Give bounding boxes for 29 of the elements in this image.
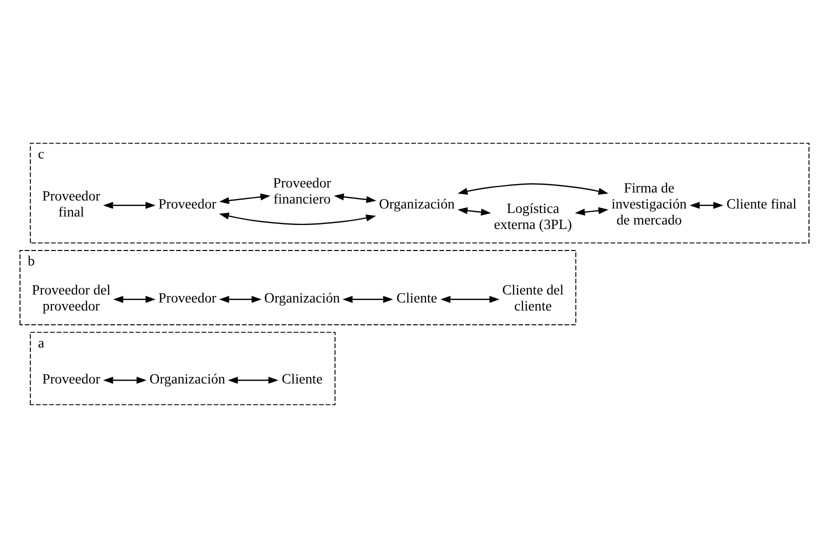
arrow [458, 206, 492, 216]
node-text: Proveedor [42, 371, 100, 388]
node-text: Organización [264, 290, 340, 306]
arrow [113, 295, 156, 302]
arrow [228, 376, 278, 384]
arrow [334, 192, 376, 203]
node-text: Cliente del cliente [502, 282, 564, 314]
arrow [103, 201, 156, 208]
node-text: Cliente [396, 290, 438, 306]
arrow [219, 295, 262, 302]
node-text: Proveedor [158, 196, 216, 212]
arrow [458, 182, 608, 194]
arrow [219, 192, 270, 204]
node-text: Cliente [282, 371, 322, 388]
arrow [219, 212, 376, 225]
node-text: Logística externa (3PL) [494, 200, 572, 232]
node-text: Organización [150, 371, 226, 388]
node-text: Proveedor [158, 290, 216, 306]
node-text: Organización [379, 196, 455, 212]
arrow [342, 295, 394, 302]
arrow [103, 376, 147, 384]
node-text: Proveedor financiero [273, 174, 332, 207]
arrow [574, 206, 608, 216]
node-text: Proveedor del proveedor [32, 282, 111, 314]
arrow [440, 295, 500, 302]
arrow [690, 201, 724, 208]
node-text: Proveedor final [42, 188, 100, 220]
node-text: Firma de investigación de mercado [612, 180, 687, 228]
node-text: Cliente final [726, 196, 797, 212]
